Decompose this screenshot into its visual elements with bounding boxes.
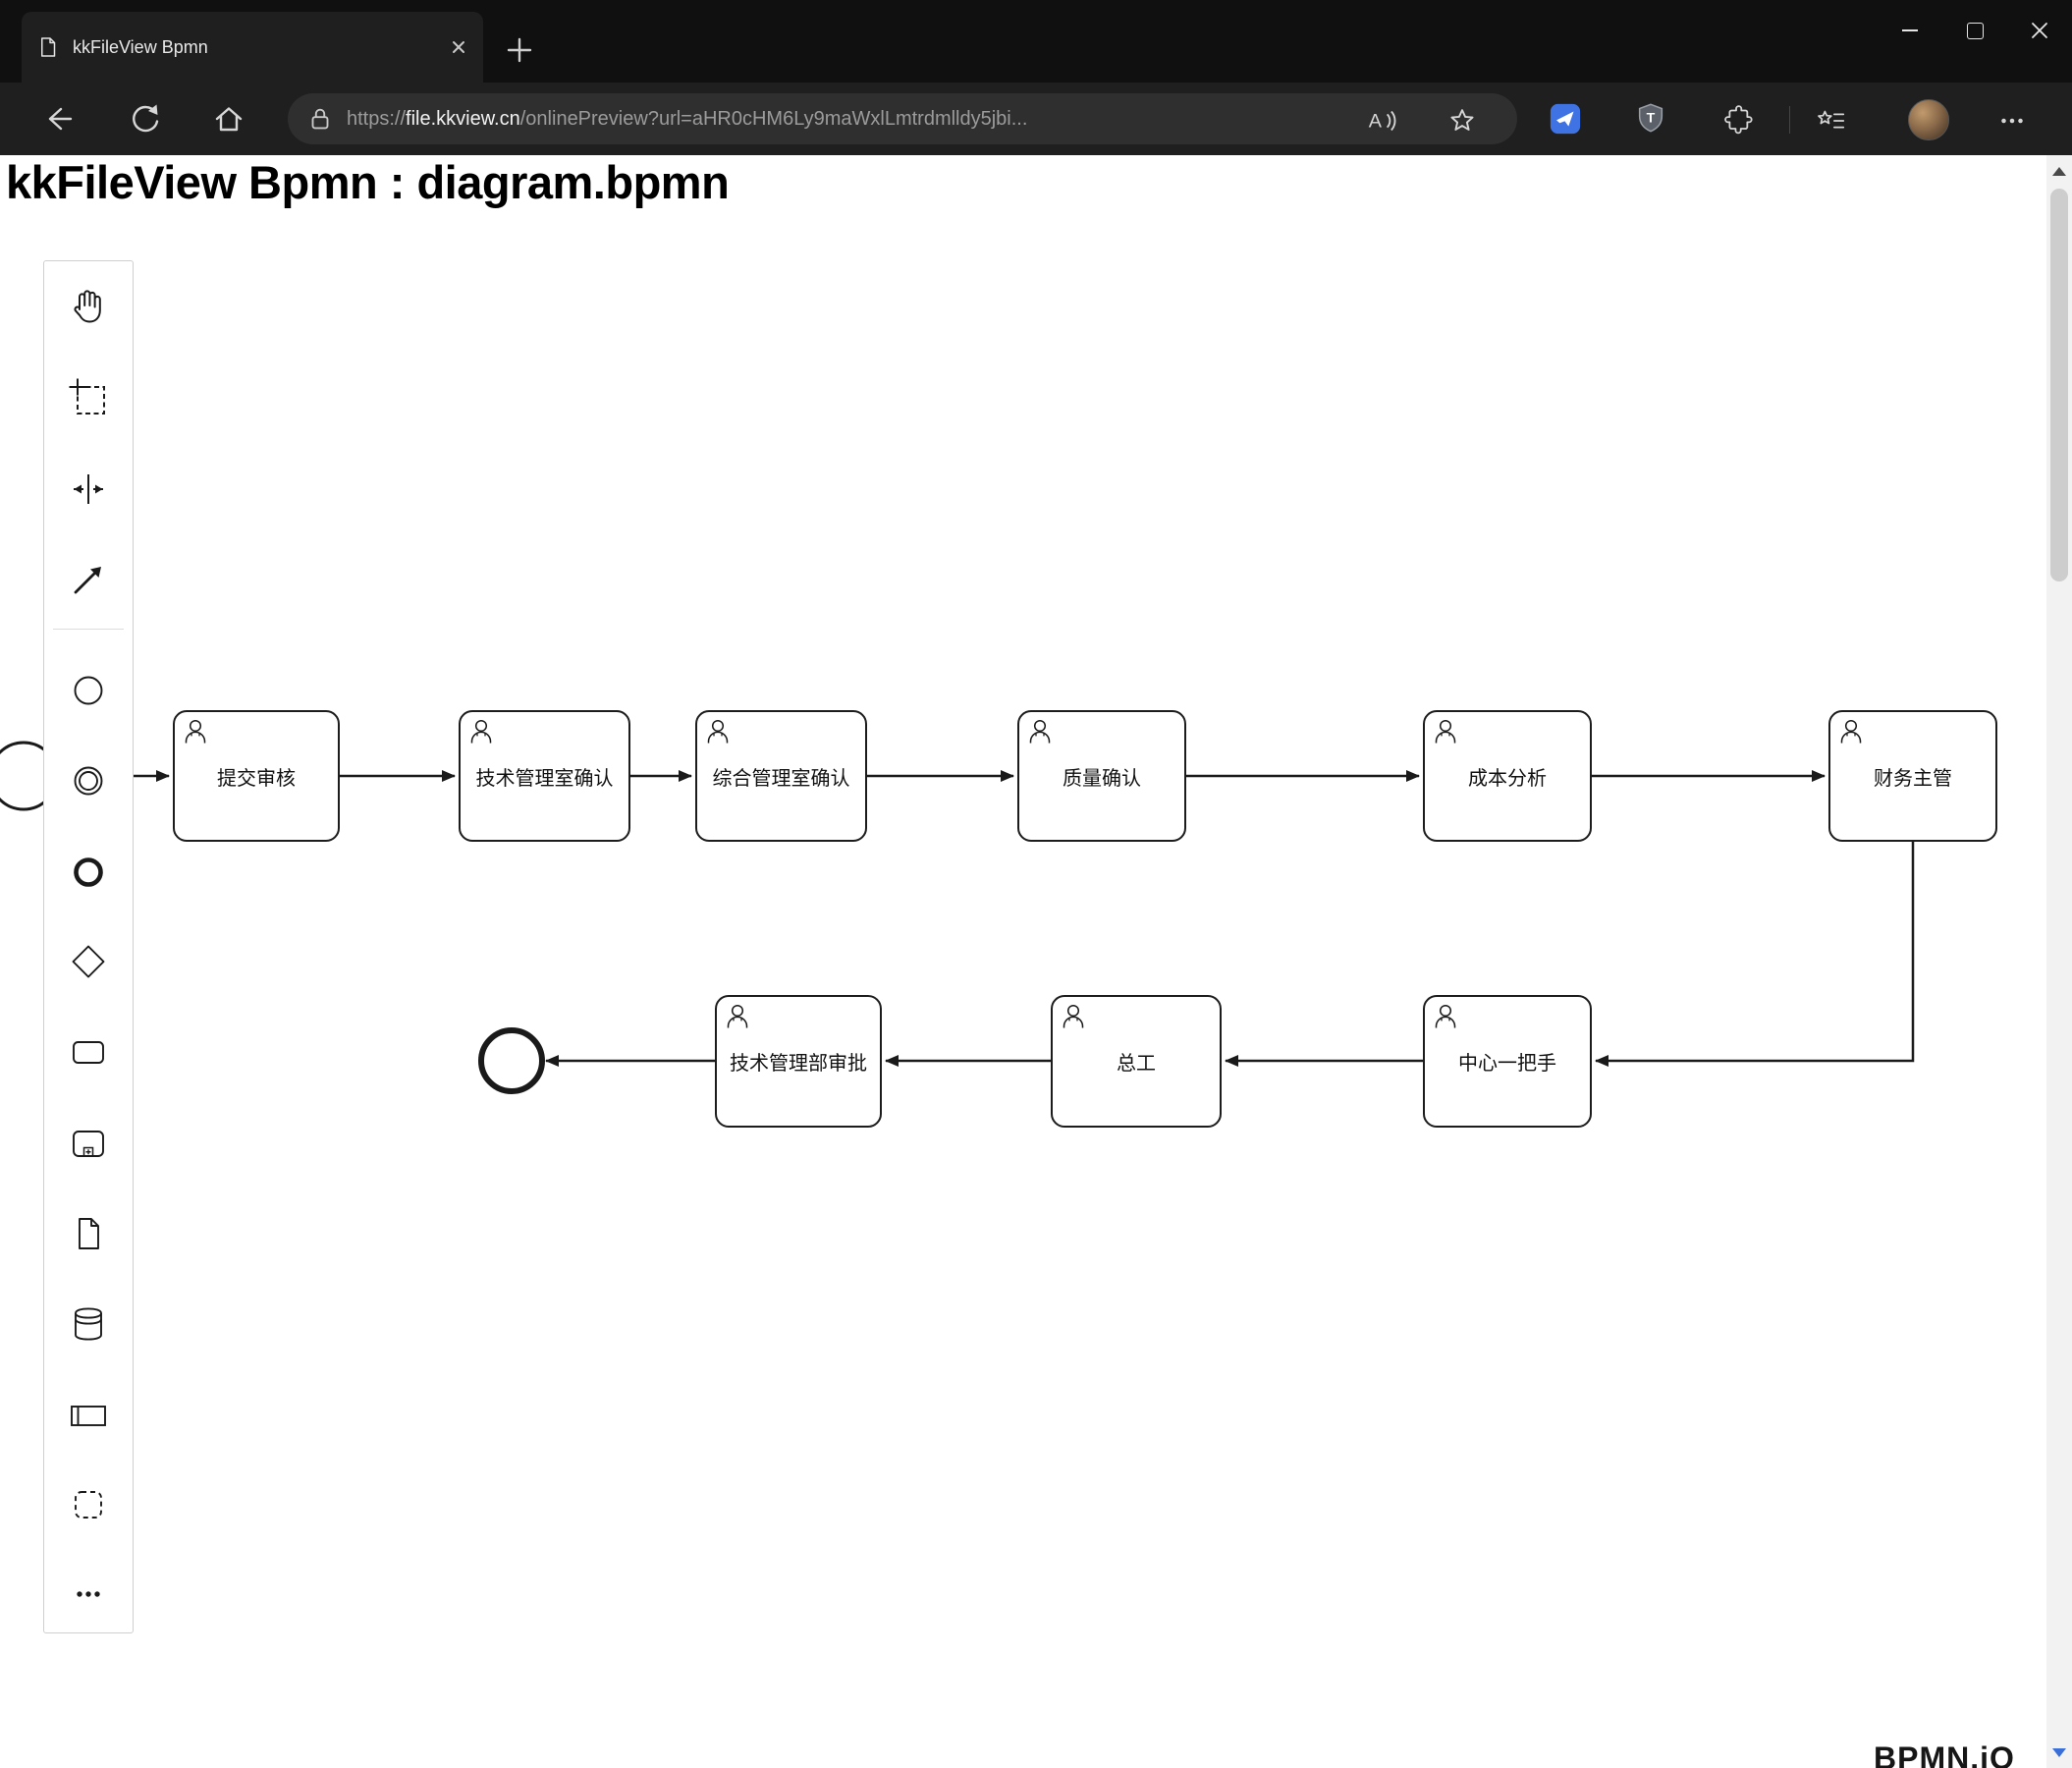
page-title: kkFileView Bpmn : diagram.bpmn (6, 156, 730, 208)
create-start-event[interactable] (65, 667, 112, 714)
extensions-puzzle-icon[interactable] (1719, 102, 1753, 136)
favorites-hub-icon[interactable] (1815, 104, 1848, 138)
url-path: /onlinePreview?url=aHR0cHM6Ly9maWxlLmtrd… (519, 107, 1028, 130)
toolbar-divider (1789, 106, 1790, 134)
user-task-icon (1029, 719, 1051, 744)
more-tools-icon[interactable] (65, 1571, 112, 1618)
bpmn-user-task[interactable]: 中心一把手 (1423, 995, 1592, 1128)
browser-chrome: kkFileView Bpmn (0, 0, 2072, 155)
browser-tab[interactable]: kkFileView Bpmn (22, 12, 483, 83)
user-task-icon (1840, 719, 1862, 744)
sequence-flow (1595, 842, 1915, 1067)
create-data-store[interactable] (65, 1300, 112, 1348)
lasso-tool[interactable] (65, 374, 112, 421)
task-label: 总工 (1117, 1053, 1156, 1075)
bpmn-user-task[interactable]: 技术管理室确认 (459, 710, 630, 842)
tab-bar: kkFileView Bpmn (0, 0, 2072, 83)
user-task-icon (707, 719, 729, 744)
window-controls (1878, 0, 2072, 61)
task-label: 提交审核 (217, 767, 296, 790)
tab-favicon-document-icon (41, 37, 56, 57)
window-minimize-button[interactable] (1878, 0, 1942, 61)
create-subprocess[interactable] (65, 1121, 112, 1168)
create-data-object[interactable] (65, 1210, 112, 1257)
bpmn-user-task[interactable]: 成本分析 (1423, 710, 1592, 842)
bpmn-user-task[interactable]: 提交审核 (173, 710, 340, 842)
hand-tool[interactable] (65, 284, 112, 331)
space-tool[interactable] (65, 466, 112, 513)
create-end-event[interactable] (65, 849, 112, 896)
bpmn-user-task[interactable]: 综合管理室确认 (695, 710, 867, 842)
task-label: 综合管理室确认 (712, 767, 850, 790)
palette-separator (53, 629, 124, 630)
address-bar[interactable]: https://file.kkview.cn/onlinePreview?url… (288, 93, 1517, 144)
bpmn-user-task[interactable]: 技术管理部审批 (715, 995, 882, 1128)
create-task[interactable] (65, 1028, 112, 1076)
task-label: 财务主管 (1874, 767, 1952, 790)
lock-icon[interactable] (305, 104, 335, 134)
bpmn-user-task[interactable]: 财务主管 (1828, 710, 1997, 842)
task-label: 质量确认 (1063, 767, 1141, 790)
bpmn-canvas[interactable] (0, 155, 2046, 1768)
user-task-icon (1063, 1004, 1084, 1028)
close-icon (2032, 23, 2047, 38)
window-close-button[interactable] (2007, 0, 2072, 61)
refresh-icon[interactable] (126, 100, 163, 138)
user-task-icon (1435, 719, 1456, 744)
task-label: 技术管理室确认 (475, 767, 614, 790)
bpmn-palette (43, 260, 134, 1633)
browser-menu-icon[interactable] (1995, 104, 2029, 138)
svg-text:A: A (1369, 111, 1383, 133)
user-task-icon (185, 719, 206, 744)
bpmn-user-task[interactable]: 总工 (1051, 995, 1222, 1128)
bpmn-io-watermark: BPMN.iO (1874, 1740, 2015, 1768)
tab-close-icon[interactable] (448, 36, 469, 58)
create-participant[interactable] (65, 1392, 112, 1439)
create-gateway[interactable] (65, 938, 112, 985)
window-maximize-button[interactable] (1942, 0, 2007, 61)
tab-title: kkFileView Bpmn (73, 36, 208, 57)
navigation-bar: https://file.kkview.cn/onlinePreview?url… (0, 83, 2072, 155)
scroll-up-icon (2052, 166, 2066, 176)
task-label: 技术管理部审批 (730, 1053, 867, 1075)
scroll-down-icon (2052, 1747, 2066, 1757)
user-task-icon (1435, 1004, 1456, 1028)
bpmn-user-task[interactable]: 质量确认 (1017, 710, 1186, 842)
end-event-shape[interactable] (478, 1027, 545, 1094)
url-scheme: https:// (347, 107, 407, 130)
user-task-icon (727, 1004, 748, 1028)
read-aloud-icon[interactable]: A (1365, 104, 1398, 138)
scroll-down-button[interactable] (2046, 1739, 2072, 1766)
scroll-up-button[interactable] (2046, 157, 2072, 185)
create-intermediate-event[interactable] (65, 757, 112, 804)
task-label: 中心一把手 (1458, 1053, 1556, 1075)
create-group[interactable] (65, 1481, 112, 1528)
url-text[interactable]: https://file.kkview.cn/onlinePreview?url… (347, 108, 1027, 131)
url-host: file.kkview.cn (406, 107, 520, 130)
back-icon[interactable] (39, 100, 77, 138)
favorite-star-icon[interactable] (1445, 104, 1479, 138)
viewer-page: kkFileView Bpmn : diagram.bpmn 提交审核 (0, 155, 2072, 1768)
task-label: 成本分析 (1468, 767, 1547, 790)
scrollbar-thumb[interactable] (2050, 189, 2068, 581)
vertical-scrollbar[interactable] (2046, 155, 2072, 1768)
shield-extension-icon[interactable]: T (1634, 101, 1667, 135)
home-icon[interactable] (210, 100, 247, 138)
global-connect-tool[interactable] (65, 556, 112, 603)
profile-avatar[interactable] (1908, 99, 1949, 140)
extension-blue-icon[interactable] (1549, 102, 1582, 136)
svg-text:T: T (1647, 110, 1656, 126)
new-tab-button[interactable] (497, 28, 542, 73)
user-task-icon (470, 719, 492, 744)
